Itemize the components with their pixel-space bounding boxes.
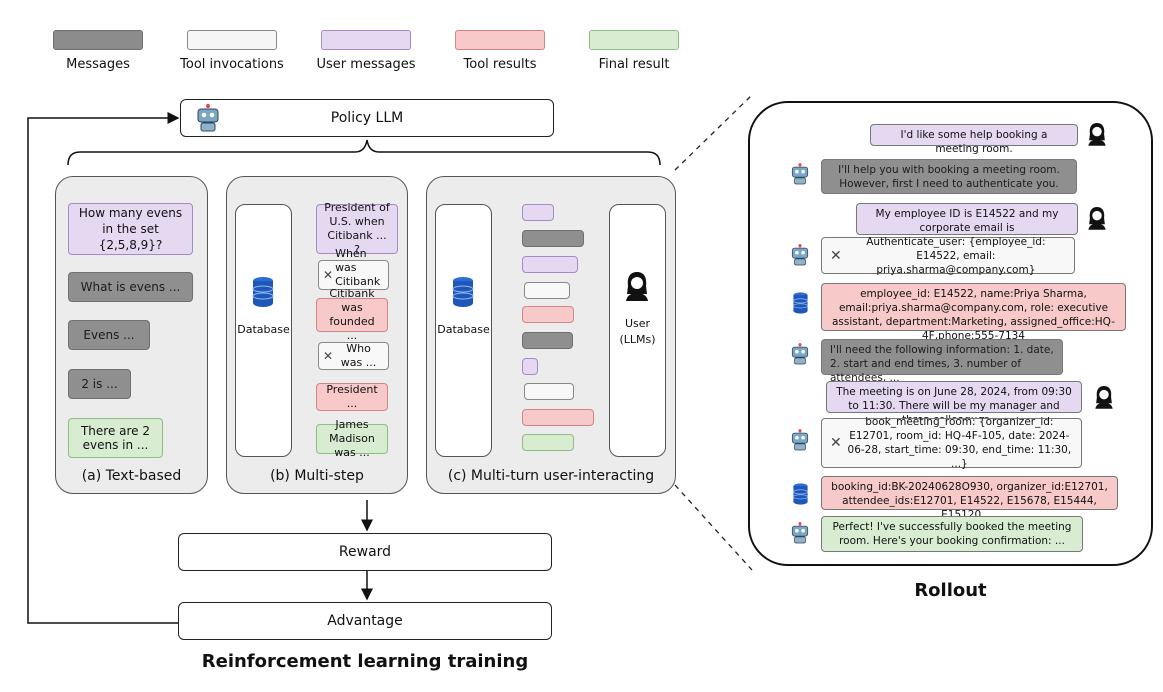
policy-llm-box: Policy LLM: [180, 99, 554, 137]
database-icon: [251, 276, 275, 312]
rollout-tool-invocation-2: ✕ book_meeting_room: {organizer_id: E127…: [821, 416, 1082, 470]
rollout-title: Rollout: [914, 580, 987, 601]
panel-b-user-message: President of U.S. when Citibank ... ?: [316, 201, 398, 256]
legend-swatch-messages: [53, 30, 143, 50]
panel-b-final-result: James Madison was ...: [316, 418, 388, 459]
panel-a-caption: (a) Text-based: [81, 468, 182, 484]
robot-icon: [790, 521, 810, 549]
panel-c-tool-result-1: [522, 306, 574, 323]
tools-icon: ✕: [323, 268, 334, 282]
panel-a-message-3: 2 is ...: [68, 369, 131, 399]
rollout-assistant-message-1: I'll help you with booking a meeting roo…: [821, 159, 1077, 194]
robot-icon: [790, 428, 810, 456]
legend-label-final-result: Final result: [598, 57, 670, 72]
advantage-label: Advantage: [327, 613, 403, 629]
panel-b-database-column: [235, 204, 292, 457]
tools-icon: ✕: [323, 349, 334, 363]
rollout-tool-result-1: employee_id: E14522, name:Priya Sharma, …: [821, 283, 1126, 342]
database-icon: [792, 482, 809, 510]
panel-c-message-1: [522, 230, 584, 247]
robot-icon: [790, 162, 810, 190]
robot-icon: [790, 342, 810, 370]
panel-c-user-label: User (LLMs): [619, 317, 656, 346]
panel-a-message-2: Evens ...: [68, 320, 150, 350]
user-icon: [1086, 120, 1108, 152]
panel-a-message-1: What is evens ...: [68, 272, 193, 302]
panel-c-database-column: [435, 204, 492, 457]
rollout-tool-invocation-2-text: book_meeting_room: {organizer_id: E12701…: [847, 416, 1072, 470]
panel-b-tool-result-1: Citibank was founded ...: [316, 287, 388, 342]
robot-icon: [195, 104, 221, 136]
panel-c-tool-invocation-1: [524, 282, 570, 299]
panel-b-tool-invocation-1: ✕ When was Citibank ...: [318, 247, 389, 302]
panel-c-tool-invocation-2: [524, 383, 574, 400]
user-icon: [1086, 204, 1108, 236]
panel-b-tool-result-2: President ...: [316, 383, 388, 411]
panel-c-user-message-3: [522, 358, 538, 375]
rollout-user-message-3: The meeting is on June 28, 2024, from 09…: [826, 381, 1082, 426]
rollout-assistant-message-2: I'll need the following information: 1. …: [821, 339, 1063, 384]
panel-b-tool-invocation-1-text: When was Citibank ...: [335, 247, 381, 302]
legend-label-messages: Messages: [66, 57, 130, 72]
panel-c-user-column: [609, 204, 666, 457]
tools-icon: ✕: [830, 435, 842, 451]
rollout-tool-invocation-1-text: Authenticate_user: {employee_id: E14522,…: [866, 235, 1046, 276]
panel-b-caption: (b) Multi-step: [270, 468, 364, 484]
legend-swatch-tool-results: [455, 30, 545, 50]
advantage-box: Advantage: [178, 602, 552, 640]
rollout-user-message-1: I'd like some help booking a meeting roo…: [870, 124, 1078, 155]
robot-icon: [790, 243, 810, 271]
panel-a-final-result: There are 2 evens in ...: [68, 418, 163, 458]
panel-c-tool-result-2: [522, 409, 594, 426]
user-icon: [1093, 383, 1115, 415]
panel-c-user-message-1: [522, 204, 554, 221]
panel-c-user-message-2: [522, 256, 578, 273]
policy-llm-label: Policy LLM: [330, 110, 404, 126]
database-icon: [792, 291, 809, 319]
panel-a-user-message: How many evens in the set {2,5,8,9}?: [68, 203, 193, 255]
reward-label: Reward: [338, 544, 392, 560]
panel-c-final-result: [522, 434, 574, 451]
tools-icon: ✕: [830, 247, 842, 264]
legend-label-tool-results: Tool results: [463, 57, 537, 72]
legend-label-user-messages: User messages: [316, 57, 416, 72]
panel-b-tool-invocation-2: ✕ Who was ...: [318, 342, 389, 370]
database-icon: [451, 276, 475, 312]
legend-swatch-final-result: [589, 30, 679, 50]
panel-c-message-2: [522, 332, 573, 349]
panel-c-database-label: Database: [437, 323, 490, 336]
user-icon: [623, 270, 651, 306]
rollout-user-message-2: My employee ID is E14522 and my corporat…: [856, 203, 1078, 248]
panel-b-tool-invocation-2-text: Who was ...: [340, 342, 377, 369]
reward-box: Reward: [178, 533, 552, 571]
rollout-tool-result-2: booking_id:BK-20240628O930, organizer_id…: [821, 476, 1118, 521]
panel-c-caption: (c) Multi-turn user-interacting: [447, 468, 655, 484]
rollout-tool-invocation-1: ✕ Authenticate_user: {employee_id: E1452…: [821, 235, 1075, 276]
rollout-final-result: Perfect! I've successfully booked the me…: [821, 516, 1083, 552]
rl-training-title: Reinforcement learning training: [201, 651, 529, 672]
legend-swatch-user-messages: [321, 30, 411, 50]
panel-b-database-label: Database: [237, 323, 290, 336]
legend-label-tool-invocations: Tool invocations: [180, 57, 284, 72]
legend-swatch-tool-invocations: [187, 30, 277, 50]
